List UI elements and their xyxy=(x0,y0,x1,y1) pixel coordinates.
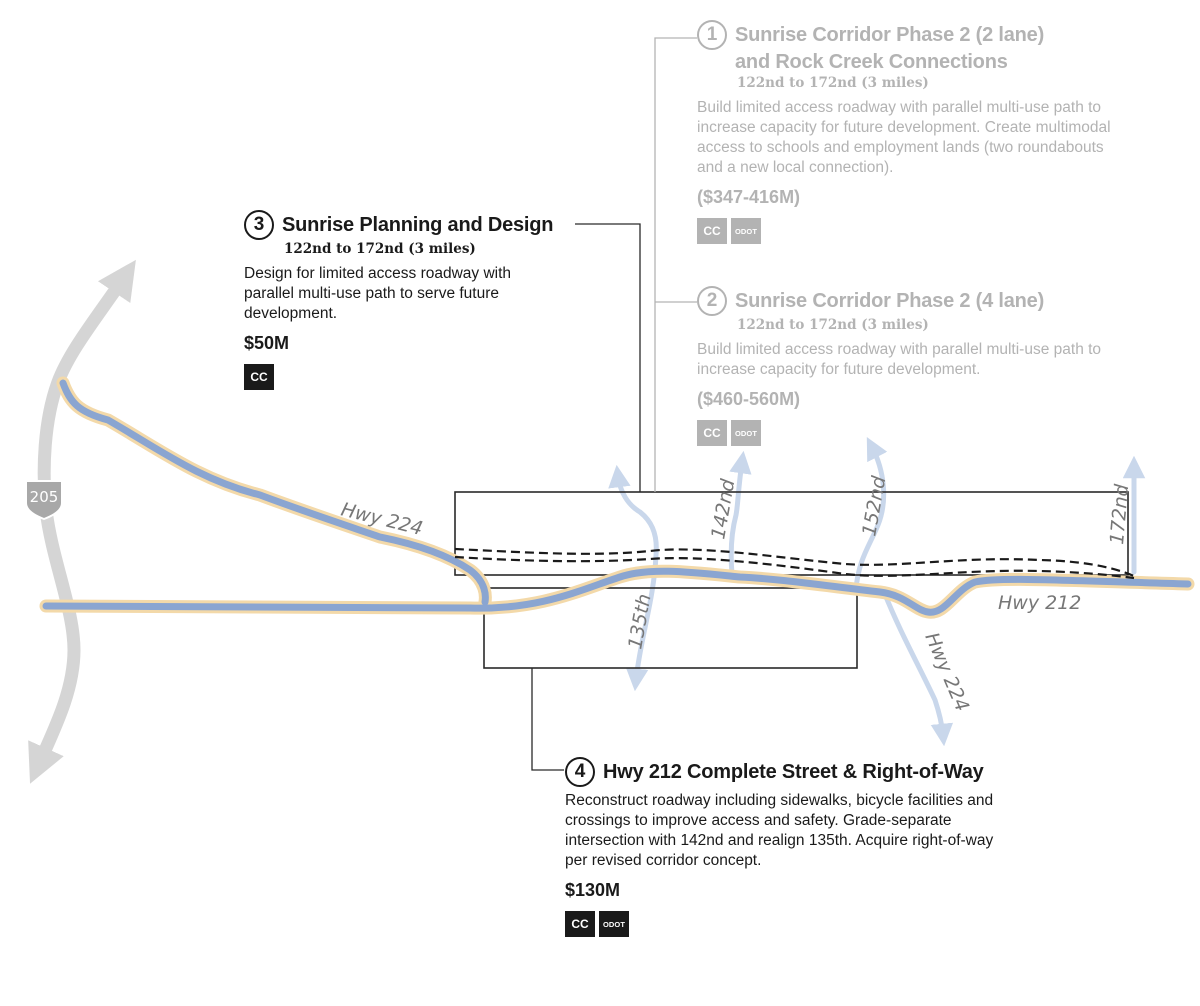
street-135th-line xyxy=(608,464,659,692)
cc-badge: CC xyxy=(244,364,274,390)
cc-badge: CC xyxy=(697,420,727,446)
label-152nd: 152nd xyxy=(858,474,890,538)
project-4-area xyxy=(483,587,858,669)
project-2: 2 Sunrise Corridor Phase 2 (4 lane) 122n… xyxy=(697,286,1137,446)
label-hwy212-east: Hwy 212 xyxy=(998,592,1081,614)
project-2-number: 2 xyxy=(697,286,727,316)
project-1-badges: CC ODOT xyxy=(697,218,1137,244)
project-4-title: Hwy 212 Complete Street & Right-of-Way xyxy=(603,761,984,783)
project-4: 4 Hwy 212 Complete Street & Right-of-Way… xyxy=(565,757,1015,937)
project-2-cost: ($460-560M) xyxy=(697,389,801,409)
label-172nd: 172nd xyxy=(1106,482,1133,545)
project-4-cost: $130M xyxy=(565,880,621,900)
project-3-number: 3 xyxy=(244,210,274,240)
interstate-shield-icon xyxy=(25,480,63,521)
sunrise-corridor-south-line xyxy=(454,555,1135,580)
project-1-number: 1 xyxy=(697,20,727,50)
project-2-subtitle: 122nd to 172nd (3 miles) xyxy=(737,317,929,333)
project-4-badges: CC ODOT xyxy=(565,911,1015,937)
project-3: 3 Sunrise Planning and Design 122nd to 1… xyxy=(244,210,574,390)
project-3-subtitle: 122nd to 172nd (3 miles) xyxy=(284,241,476,257)
i205-route xyxy=(28,259,136,784)
project-3-description: Design for limited access roadway with p… xyxy=(244,265,512,322)
project-1-title-line-2: and Rock Creek Connections xyxy=(735,51,1008,73)
leader-project-4 xyxy=(531,668,564,771)
project-1-subtitle: 122nd to 172nd (3 miles) xyxy=(737,75,929,91)
project-1-title-line-1: Sunrise Corridor Phase 2 (2 lane) xyxy=(735,24,1045,46)
cc-badge: CC xyxy=(697,218,727,244)
project-1: 1 Sunrise Corridor Phase 2 (2 lane) and … xyxy=(697,20,1137,244)
project-4-number: 4 xyxy=(565,757,595,787)
project-1-description: Build limited access roadway with parall… xyxy=(697,99,1111,176)
project-3-title: Sunrise Planning and Design xyxy=(282,214,554,236)
i205-shield: 205 xyxy=(25,480,63,521)
project-3-badges: CC xyxy=(244,364,574,390)
i205-shield-label: 205 xyxy=(30,488,59,506)
project-3-cost: $50M xyxy=(244,333,290,353)
sunrise-corridor-north-line xyxy=(454,547,1135,578)
street-142nd-line xyxy=(728,450,752,577)
project-2-description: Build limited access roadway with parall… xyxy=(697,341,1102,378)
hwy224-route xyxy=(59,379,489,606)
cc-badge: CC xyxy=(565,911,595,937)
odot-badge: ODOT xyxy=(599,911,629,937)
odot-badge: ODOT xyxy=(731,218,761,244)
project-1-cost: ($347-416M) xyxy=(697,187,801,207)
project-1-2-area xyxy=(454,491,1129,576)
hwy212-route xyxy=(42,567,1192,616)
leader-project-1 xyxy=(654,37,697,492)
project-2-title: Sunrise Corridor Phase 2 (4 lane) xyxy=(735,290,1045,312)
label-hwy224-south: Hwy 224 xyxy=(920,629,973,714)
leader-project-3 xyxy=(575,223,641,492)
project-2-badges: CC ODOT xyxy=(697,420,1137,446)
odot-badge: ODOT xyxy=(731,420,761,446)
label-135th: 135th xyxy=(624,592,655,651)
project-4-description: Reconstruct roadway including sidewalks,… xyxy=(565,792,994,869)
hwy224-south-line xyxy=(881,589,954,747)
